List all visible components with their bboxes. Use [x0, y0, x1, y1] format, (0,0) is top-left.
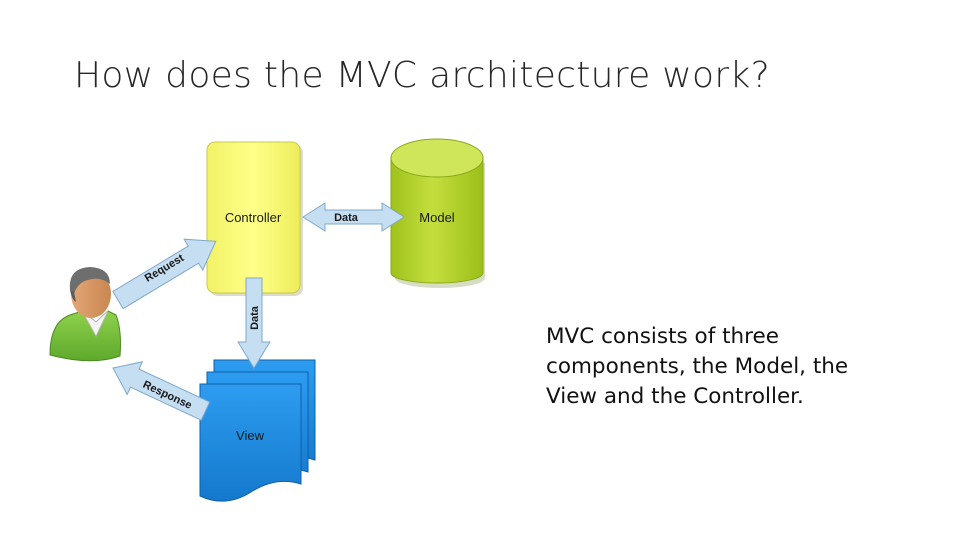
model-label: Model	[419, 210, 455, 225]
page-title: How does the MVC architecture work?	[74, 55, 770, 96]
user-icon	[49, 267, 121, 362]
controller-model-arrow-label: Data	[334, 212, 359, 224]
controller-view-arrow-label: Data	[249, 305, 261, 330]
view-document-stack	[199, 359, 316, 502]
data-arrow-controller-model	[302, 202, 405, 232]
description-text: MVC consists of three components, the Mo…	[546, 322, 936, 412]
description-line: View and the Controller.	[546, 384, 804, 409]
response-arrow	[112, 361, 211, 421]
request-arrow	[112, 238, 217, 310]
data-arrow-controller-view	[237, 277, 271, 369]
model-cylinder	[390, 138, 485, 288]
description-line: MVC consists of three	[546, 324, 779, 349]
controller-box	[206, 141, 303, 296]
controller-label: Controller	[225, 210, 282, 225]
description-line: components, the Model, the	[546, 354, 849, 379]
view-label: View	[236, 428, 265, 443]
